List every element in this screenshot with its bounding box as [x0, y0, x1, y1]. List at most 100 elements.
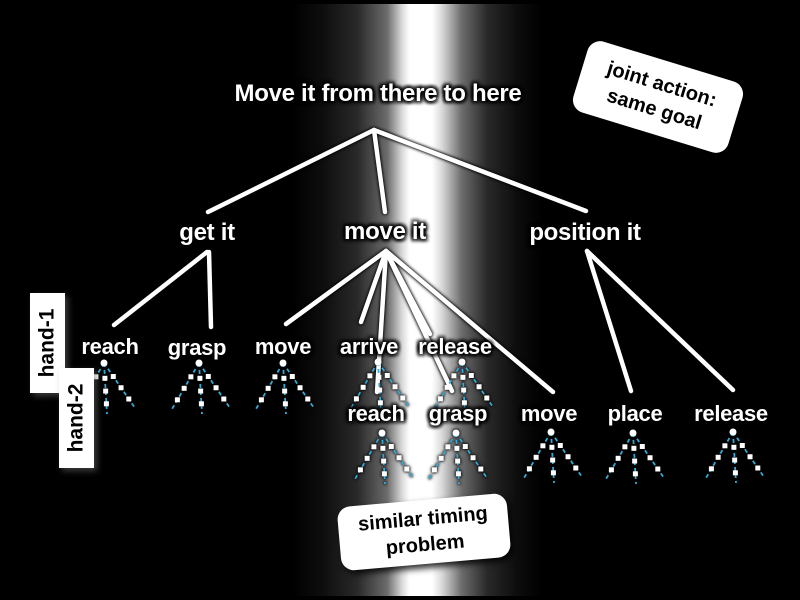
mini-node-dot: [478, 466, 484, 472]
mini-node-dot: [540, 443, 546, 449]
mini-node-dot: [221, 396, 227, 402]
mini-apex-dot: [374, 358, 382, 366]
mini-node-dot: [364, 455, 370, 461]
mini-branch: [103, 362, 108, 415]
mini-node-dot: [396, 455, 402, 461]
mini-node-dot: [722, 443, 728, 449]
mini-node-dot: [476, 384, 482, 390]
mini-apex-dot: [195, 359, 203, 367]
node-h2-grasp-label: grasp: [428, 401, 488, 426]
mini-node-dot: [93, 374, 99, 380]
mini-node-dot: [213, 385, 219, 391]
mini-node-dot: [468, 373, 474, 378]
mini-branch: [198, 362, 203, 415]
edge-get-it-to-h1-grasp: [206, 249, 214, 330]
node-h1-release-label: release: [418, 334, 492, 359]
mini-node-dot: [747, 454, 753, 460]
edge-root-to-position-it: [371, 127, 589, 214]
mini-node-dot: [732, 470, 738, 476]
mini-node-dot: [455, 471, 461, 477]
node-position-it-label: position it: [529, 219, 641, 246]
node-h2-release-label: release: [694, 401, 768, 426]
mini-apex-dot: [452, 429, 460, 437]
mini-apex-dot: [547, 428, 555, 436]
mini-node-dot: [198, 388, 204, 394]
mini-tree-h1-arrive: [350, 358, 410, 414]
mini-node-dot: [265, 385, 271, 391]
mini-apex-dot: [378, 429, 386, 437]
mini-node-dot: [550, 457, 556, 463]
mini-node-dot: [655, 466, 661, 472]
mini-node-dot: [444, 384, 450, 390]
node-h1-move-label: move: [254, 334, 312, 359]
mini-node-dot: [739, 443, 745, 448]
mini-node-dot: [484, 395, 490, 401]
mini-node-dot: [550, 470, 556, 476]
mini-apex-dot: [458, 358, 466, 366]
mini-node-dot: [258, 397, 264, 403]
node-move-it-label: move it: [344, 218, 426, 245]
mini-node-dot: [565, 454, 571, 460]
node-h1-arrive-label: arrive: [339, 334, 399, 359]
mini-node-dot: [381, 458, 387, 464]
mini-node-dot: [615, 455, 621, 461]
edge-get-it-to-h1-reach: [111, 249, 210, 328]
node-h1-grasp-label: grasp: [167, 335, 227, 360]
mini-node-dot: [377, 387, 383, 393]
mini-node-dot: [445, 444, 451, 450]
mini-tree-h2-release: [705, 428, 765, 484]
mini-node-dot: [371, 444, 377, 450]
mini-tree-h2-place: [605, 429, 665, 485]
edge-move-it-to-h2-reach: [374, 248, 389, 395]
mini-node-dot: [647, 455, 653, 461]
mini-node-dot: [632, 471, 638, 477]
mini-node-dot: [388, 444, 394, 449]
mini-node-dot: [622, 444, 628, 450]
edge-move-it-to-h1-arrive: [358, 248, 389, 325]
mini-node-dot: [181, 385, 187, 391]
mini-node-dot: [197, 375, 203, 381]
mini-node-dot: [631, 445, 637, 451]
mini-node-dot: [608, 467, 614, 473]
timing-line2: problem: [384, 530, 466, 560]
mini-branch: [632, 432, 637, 485]
mini-branch: [282, 362, 287, 415]
mini-node-dot: [557, 443, 563, 448]
mini-node-dot: [357, 467, 363, 473]
mini-node-dot: [460, 374, 466, 380]
mini-node-dot: [272, 374, 278, 380]
hand-2-label: hand-2: [64, 383, 88, 453]
hand-2-label-box: hand-2: [59, 368, 94, 468]
root-title: Move it from there to here: [234, 80, 522, 107]
mini-apex-dot: [100, 359, 108, 367]
node-h2-reach-label: reach: [347, 401, 405, 426]
mini-node-dot: [384, 373, 390, 378]
mini-node-dot: [198, 401, 204, 407]
mini-node-dot: [281, 375, 287, 381]
mini-node-dot: [174, 397, 180, 403]
mini-node-dot: [282, 401, 288, 407]
mini-node-dot: [526, 466, 532, 472]
mini-node-dot: [377, 400, 383, 406]
mini-node-dot: [188, 374, 194, 380]
mini-node-dot: [360, 384, 366, 390]
mini-branch: [732, 431, 737, 484]
mini-node-dot: [392, 384, 398, 390]
mini-node-dot: [461, 387, 467, 393]
mini-node-dot: [400, 395, 406, 401]
edge-root-to-move-it: [371, 127, 388, 215]
mini-node-dot: [533, 454, 539, 460]
mini-tree-h2-reach: [354, 429, 414, 485]
edge-move-it-to-h2-grasp: [383, 248, 455, 394]
mini-branch: [550, 431, 555, 484]
mini-apex-dot: [629, 429, 637, 437]
mini-node-dot: [282, 388, 288, 394]
mini-node-dot: [755, 465, 761, 471]
mini-tree-h1-grasp: [171, 359, 231, 415]
mini-node-dot: [715, 454, 721, 460]
mini-node-dot: [455, 458, 461, 464]
mini-apex-dot: [279, 359, 287, 367]
mini-branch: [455, 432, 460, 485]
